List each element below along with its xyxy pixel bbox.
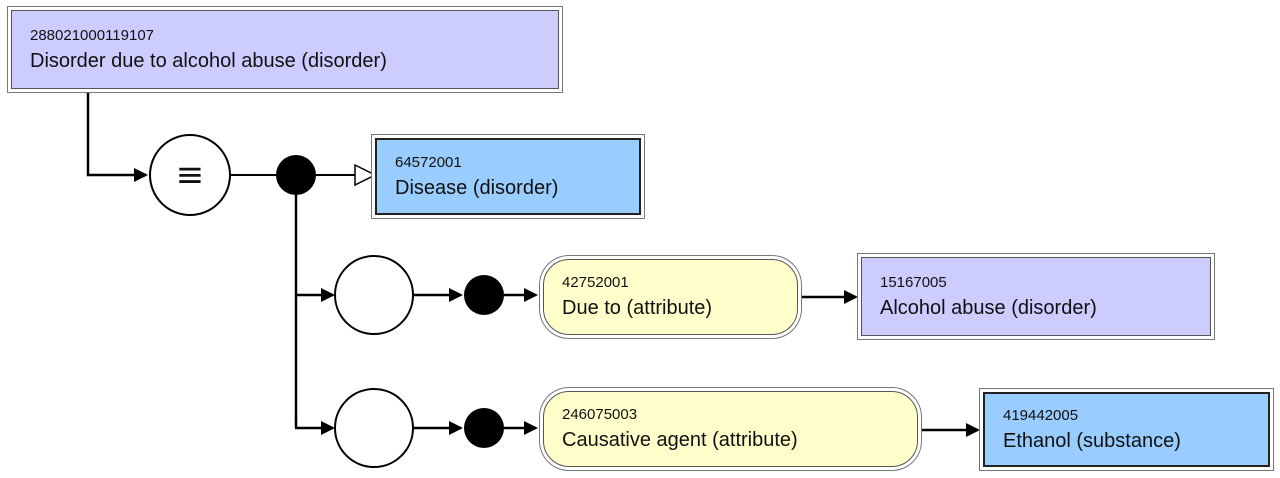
connector-focus-to-definition (86, 92, 148, 182)
attribute-box-due-to[interactable]: 42752001 Due to (attribute) (543, 259, 798, 335)
value-concept-box-alcohol-abuse[interactable]: 15167005 Alcohol abuse (disorder) (861, 257, 1211, 336)
group-conjunction-dot-2 (464, 408, 504, 448)
focus-concept-id: 288021000119107 (30, 26, 155, 44)
attribute-group-circle-2 (334, 388, 414, 468)
value-2-term: Ethanol (substance) (1003, 429, 1181, 452)
parent-concept-id: 64572001 (395, 153, 462, 171)
attribute-group-circle-1 (334, 255, 414, 335)
equivalent-icon: ≡ (175, 155, 205, 195)
parent-concept-term: Disease (disorder) (395, 176, 559, 199)
focus-concept-box[interactable]: 288021000119107 Disorder due to alcohol … (11, 10, 559, 89)
conjunction-dot (276, 155, 316, 195)
attribute-1-id: 42752001 (562, 274, 629, 291)
focus-concept-term: Disorder due to alcohol abuse (disorder) (30, 49, 387, 72)
value-concept-box-ethanol[interactable]: 419442005 Ethanol (substance) (983, 392, 1270, 467)
group-conjunction-dot-1 (464, 275, 504, 315)
parent-concept-box[interactable]: 64572001 Disease (disorder) (375, 138, 641, 215)
value-2-id: 419442005 (1003, 406, 1079, 424)
attribute-2-term: Causative agent (attribute) (562, 429, 798, 451)
value-1-id: 15167005 (880, 273, 947, 291)
attribute-2-id: 246075003 (562, 406, 638, 423)
value-1-term: Alcohol abuse (disorder) (880, 296, 1097, 319)
attribute-1-term: Due to (attribute) (562, 297, 713, 319)
attribute-box-causative-agent[interactable]: 246075003 Causative agent (attribute) (543, 391, 918, 467)
